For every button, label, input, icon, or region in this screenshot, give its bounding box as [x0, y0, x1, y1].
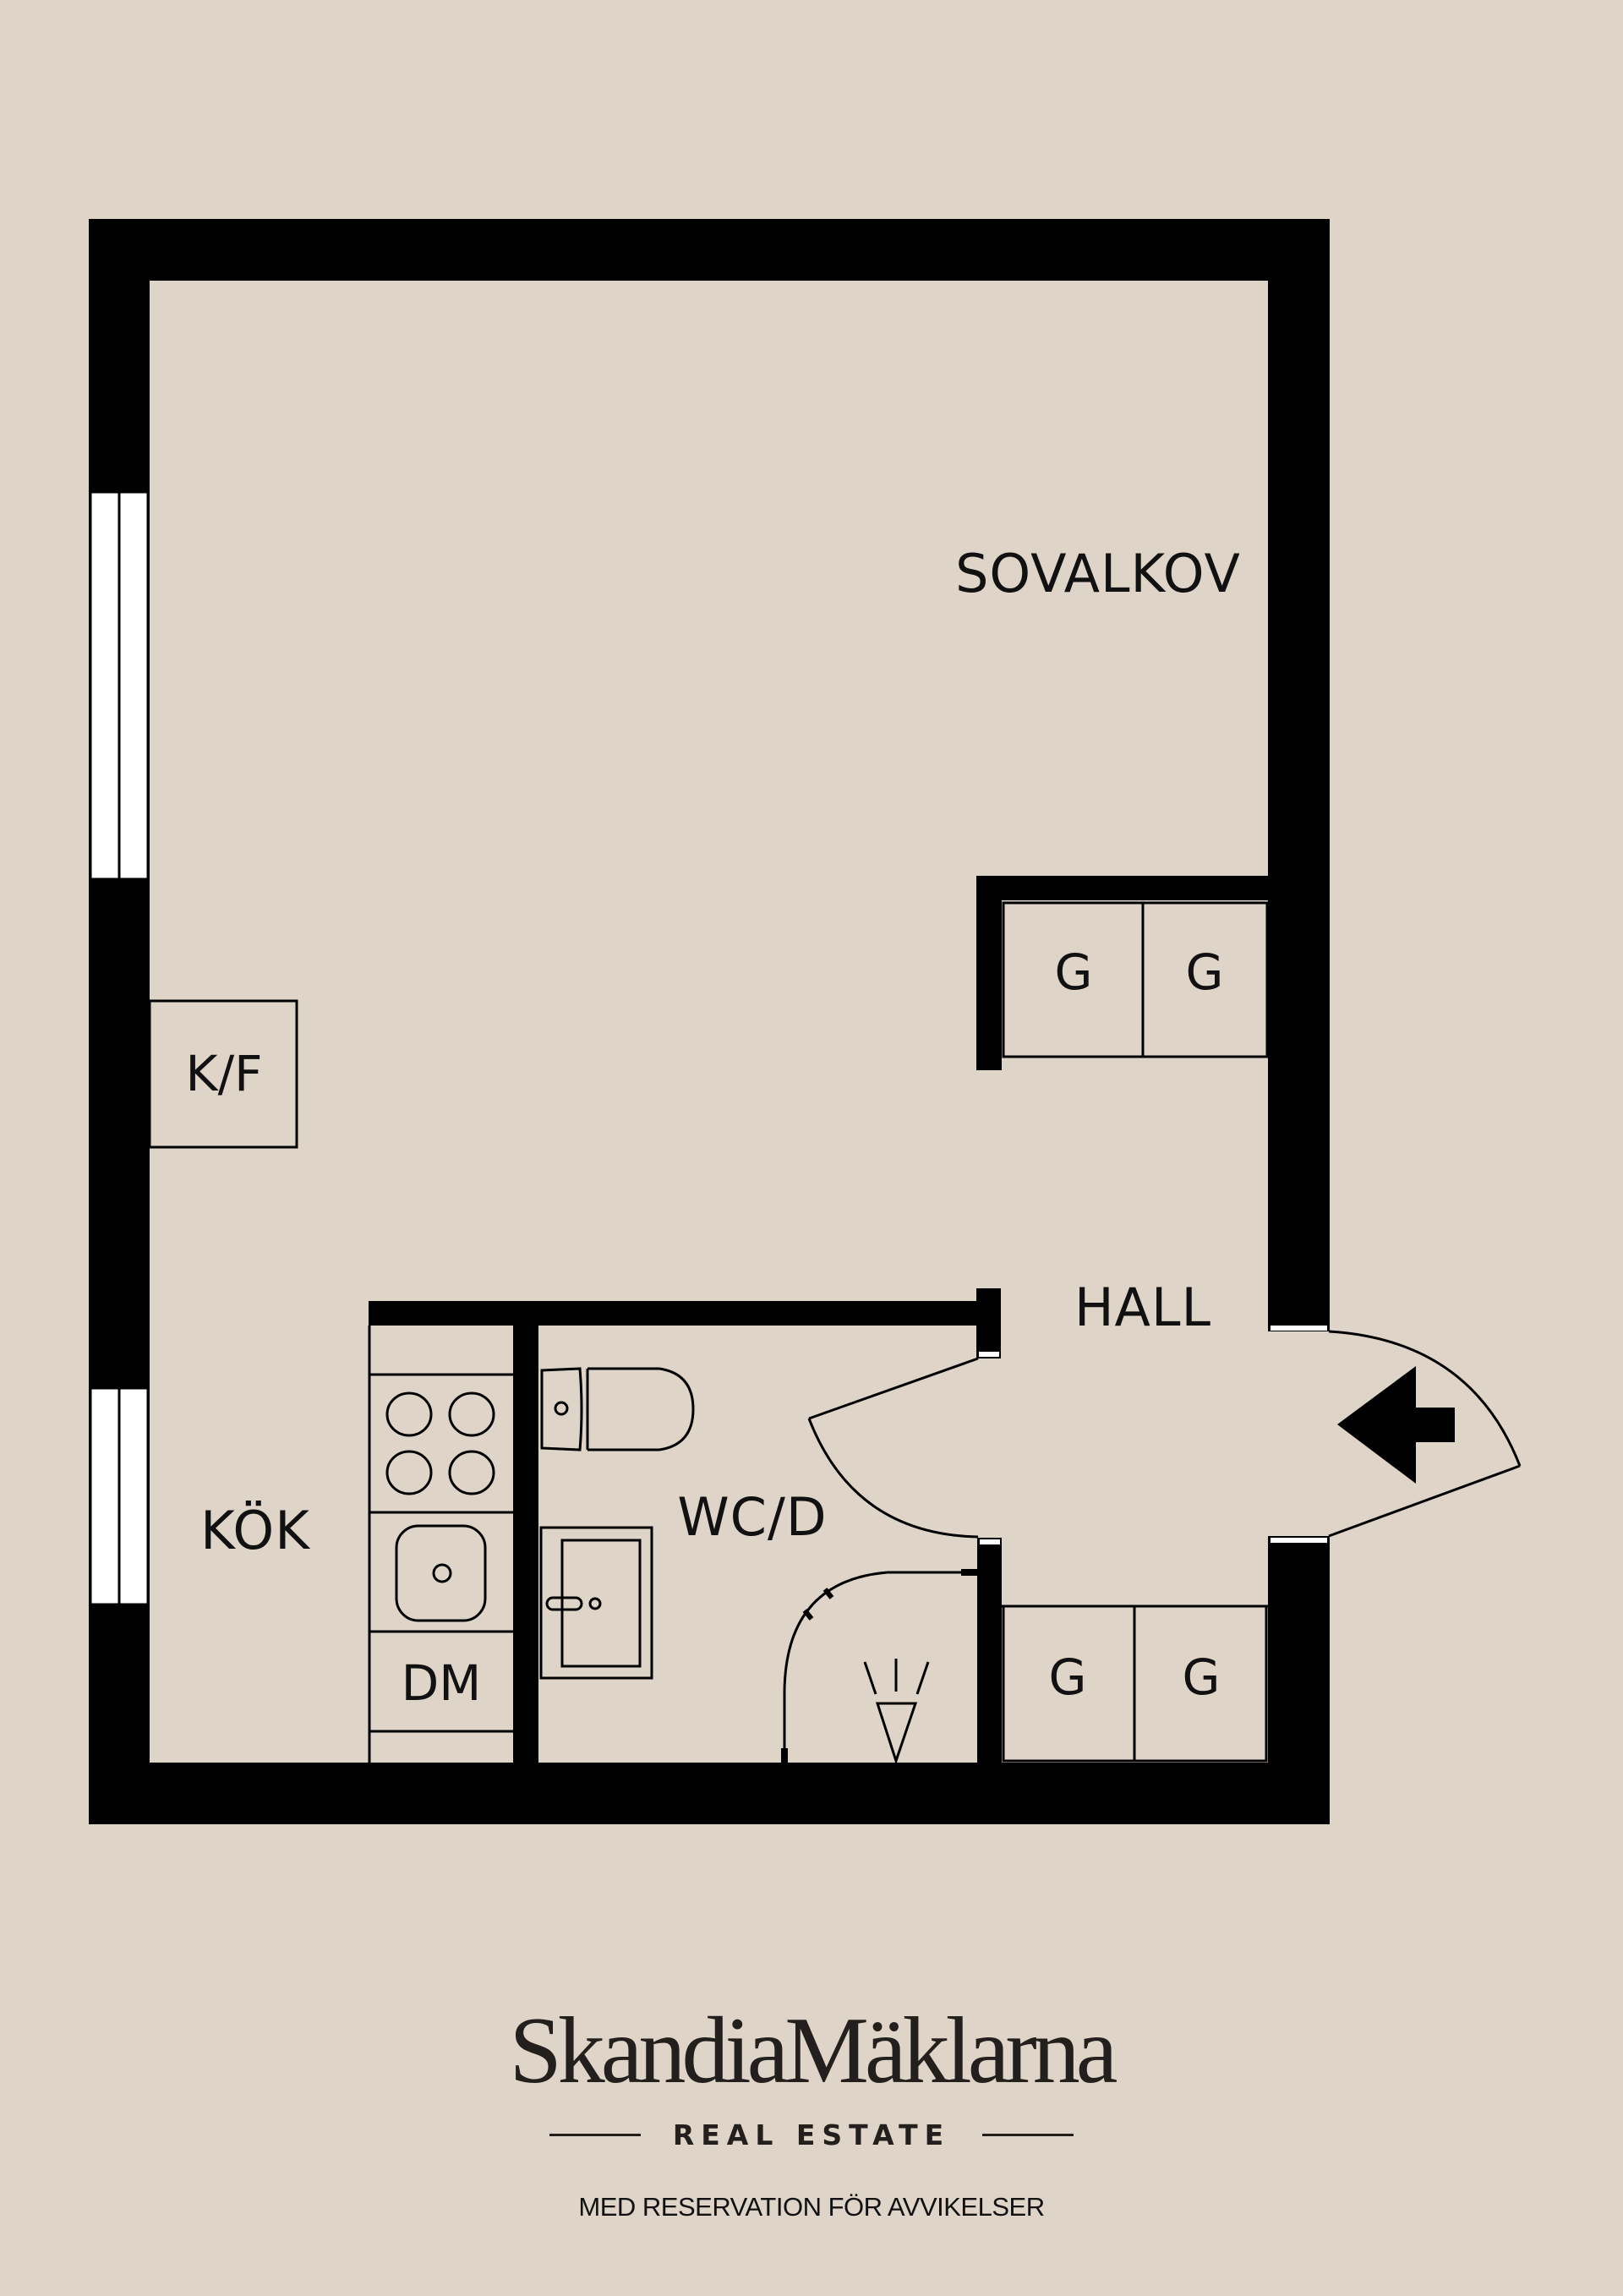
shower-rail-mount-top: [961, 1569, 978, 1576]
shower-rail-mount-bottom: [781, 1748, 788, 1763]
entry-sill-lower: [1271, 1538, 1327, 1543]
brand-tagline-row: REAL ESTATE: [0, 2118, 1623, 2151]
brand-logo: SkandiaMäklarna: [509, 1998, 1118, 2103]
toilet-icon: [540, 1367, 695, 1451]
kitchen-counter: [368, 1326, 513, 1763]
wardrobe-lower: [1002, 1604, 1268, 1763]
wardrobe-label: G: [1185, 943, 1224, 1001]
interior-walls: [369, 1288, 1002, 1763]
wardrobe-label: G: [1182, 1648, 1221, 1706]
fridge-freezer: [148, 999, 298, 1149]
wc-door-sill-lower: [980, 1539, 1000, 1544]
wc-door[interactable]: [807, 1357, 979, 1539]
wardrobe-label: G: [1048, 1648, 1087, 1706]
disclaimer: MED RESERVATION FÖR AVVIKELSER: [578, 2192, 1045, 2222]
room-label-wc-d: WC/D: [677, 1486, 828, 1548]
fixture-label-kf: K/F: [185, 1045, 263, 1102]
shower-icon: [863, 1659, 930, 1765]
stove-burners-icon: [385, 1391, 495, 1495]
room-label-hall: HALL: [1074, 1276, 1212, 1338]
entry-door[interactable]: [1328, 1330, 1522, 1538]
entrance-arrow-icon: [1337, 1366, 1455, 1484]
outer-walls: [89, 219, 1330, 1824]
wc-door-sill-upper: [979, 1352, 999, 1357]
kitchen-sink-icon: [395, 1524, 487, 1622]
fixture-label-dm: DM: [401, 1654, 482, 1712]
tagline-rule-left: [549, 2134, 641, 2136]
shower-curtain: [783, 1571, 961, 1763]
washbasin-icon: [539, 1526, 653, 1680]
room-label-sovalkov: SOVALKOV: [955, 543, 1241, 604]
wardrobe-label: G: [1054, 943, 1093, 1001]
brand-tagline: REAL ESTATE: [672, 2118, 951, 2151]
entry-sill-upper: [1271, 1326, 1327, 1331]
shower-rail-hooks: [802, 1588, 834, 1621]
wardrobe-upper-walls: [976, 876, 1269, 1070]
window-upper: [89, 490, 150, 881]
wardrobe-upper: [1002, 901, 1269, 1058]
room-label-kok: KÖK: [200, 1500, 310, 1561]
window-lower: [89, 1386, 150, 1606]
tagline-rule-right: [982, 2134, 1074, 2136]
